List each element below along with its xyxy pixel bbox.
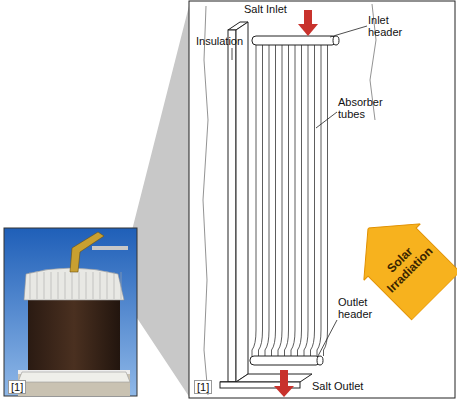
- part-label: Salt Outlet: [312, 380, 363, 392]
- shield-fold: [51, 272, 52, 299]
- absorber-tube: [304, 45, 308, 356]
- absorber-tube: [278, 45, 282, 356]
- part-label: Salt Inlet: [244, 3, 287, 15]
- wall-sketch: [203, 6, 208, 395]
- part-label: Absorber tubes: [338, 96, 388, 120]
- shield-fold: [86, 272, 87, 299]
- salt-outlet-arrow: [274, 370, 294, 397]
- absorber-tube: [311, 45, 315, 356]
- shield-fold: [121, 272, 122, 299]
- shield-fold: [58, 272, 59, 299]
- insulation-slab: [220, 22, 312, 388]
- shield-fold: [93, 272, 94, 299]
- shield-fold: [79, 272, 80, 299]
- part-label: Insulation: [196, 35, 243, 47]
- absorber-tube: [291, 45, 295, 356]
- shield-fold: [37, 272, 38, 299]
- absorber-tube: [298, 45, 302, 356]
- tower-photo: [4, 228, 137, 396]
- detail-panel: [189, 1, 455, 398]
- outlet-header: [250, 356, 323, 365]
- shield-fold: [72, 272, 73, 299]
- part-label: Outlet header: [338, 296, 388, 320]
- reference-tag: [1]: [8, 380, 26, 394]
- absorber-tube: [265, 45, 269, 356]
- absorber-tube: [324, 45, 328, 356]
- absorber-tube: [285, 45, 289, 356]
- shield-fold: [44, 272, 45, 299]
- absorber-tube: [259, 45, 263, 356]
- shield-fold: [30, 272, 31, 299]
- part-label: Inlet header: [368, 14, 412, 38]
- shield-fold: [107, 272, 108, 299]
- absorber-tube: [317, 45, 321, 356]
- reference-tag: [1]: [194, 380, 212, 394]
- salt-inlet-arrow: [298, 10, 318, 36]
- absorber-tube: [272, 45, 276, 356]
- absorber-tubes: [252, 45, 328, 356]
- shield-fold: [100, 272, 101, 299]
- shield-fold: [114, 272, 115, 299]
- absorber-tube: [252, 45, 256, 356]
- inlet-header: [252, 36, 339, 45]
- shield-fold: [65, 272, 66, 299]
